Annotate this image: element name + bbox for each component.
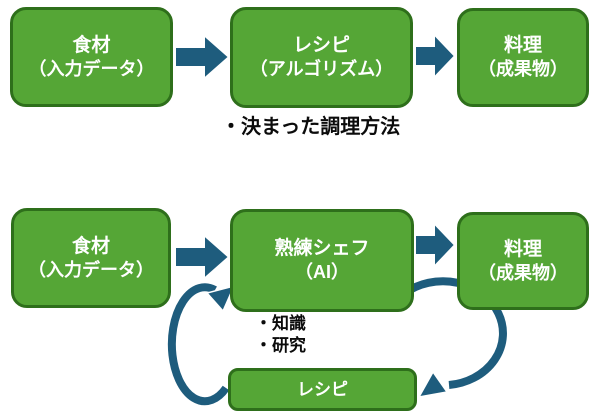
node-recipe-loop: レシピ [228, 368, 417, 411]
node-dish-top: 料理 （成果物） [457, 8, 589, 107]
node-subtitle: （成果物） [478, 59, 568, 79]
loop-arrow-up-icon [167, 283, 230, 406]
node-title: 食材 [71, 235, 110, 257]
node-subtitle: （入力データ） [28, 58, 155, 79]
node-title: 料理 [503, 238, 542, 260]
node-title: レシピ [292, 35, 350, 56]
node-title: 料理 [503, 35, 542, 56]
node-chef-ai: 熟練シェフ （AI） [230, 209, 414, 312]
annotation-fixed-cooking-method: ・決まった調理方法 [221, 116, 401, 138]
node-recipe-algorithm: レシピ （アルゴリズム） [230, 7, 413, 108]
flow-arrow-bottom-right-icon [414, 220, 457, 270]
node-subtitle: （AI） [295, 262, 349, 282]
node-title: レシピ [297, 379, 348, 399]
node-title: 熟練シェフ [274, 238, 370, 259]
node-title: 食材 [72, 34, 111, 56]
node-ingredients-bottom: 食材 （入力データ） [11, 208, 171, 308]
bullet-knowledge: ・知識 [255, 314, 306, 333]
loop-arrow-up-head-icon [205, 284, 236, 313]
loop-arrow-down-icon [402, 277, 507, 389]
flow-arrow-top-left-icon [174, 32, 231, 82]
node-subtitle: （成果物） [478, 262, 568, 283]
node-ingredients-top: 食材 （入力データ） [10, 7, 173, 107]
node-subtitle: （アルゴリズム） [249, 59, 394, 79]
bullet-research: ・研究 [255, 336, 306, 355]
flow-arrow-top-right-icon [414, 31, 457, 81]
node-subtitle: （入力データ） [28, 259, 154, 280]
node-dish-bottom: 料理 （成果物） [457, 212, 589, 310]
loop-bullet-list: ・知識 ・研究 [255, 313, 306, 357]
flow-arrow-bottom-left-icon [174, 232, 231, 282]
loop-arrow-down-head-icon [417, 370, 449, 399]
